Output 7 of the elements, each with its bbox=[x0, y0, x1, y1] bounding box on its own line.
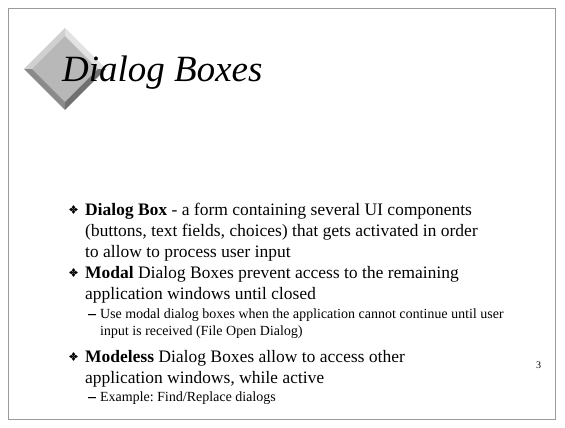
page-number: 3 bbox=[536, 360, 541, 371]
bullet-text: Use modal dialog boxes when the application cannot continue until user input is received (File Open Dialog) bbox=[100, 306, 505, 340]
bullet-text: Modeless Dialog Boxes allow to access other application windows, while active bbox=[85, 346, 406, 388]
bullet-text: Dialog Box - a form containing several UI components (buttons, text fields, choices) that gets activated in order to allow to process user input bbox=[85, 199, 479, 262]
bullet-text: Modal Dialog Boxes prevent access to the remaining application windows until closed bbox=[85, 262, 460, 304]
slide-title: Dialog Boxes bbox=[62, 48, 262, 91]
bullet-text: Example: Find/Replace dialogs bbox=[100, 389, 277, 406]
